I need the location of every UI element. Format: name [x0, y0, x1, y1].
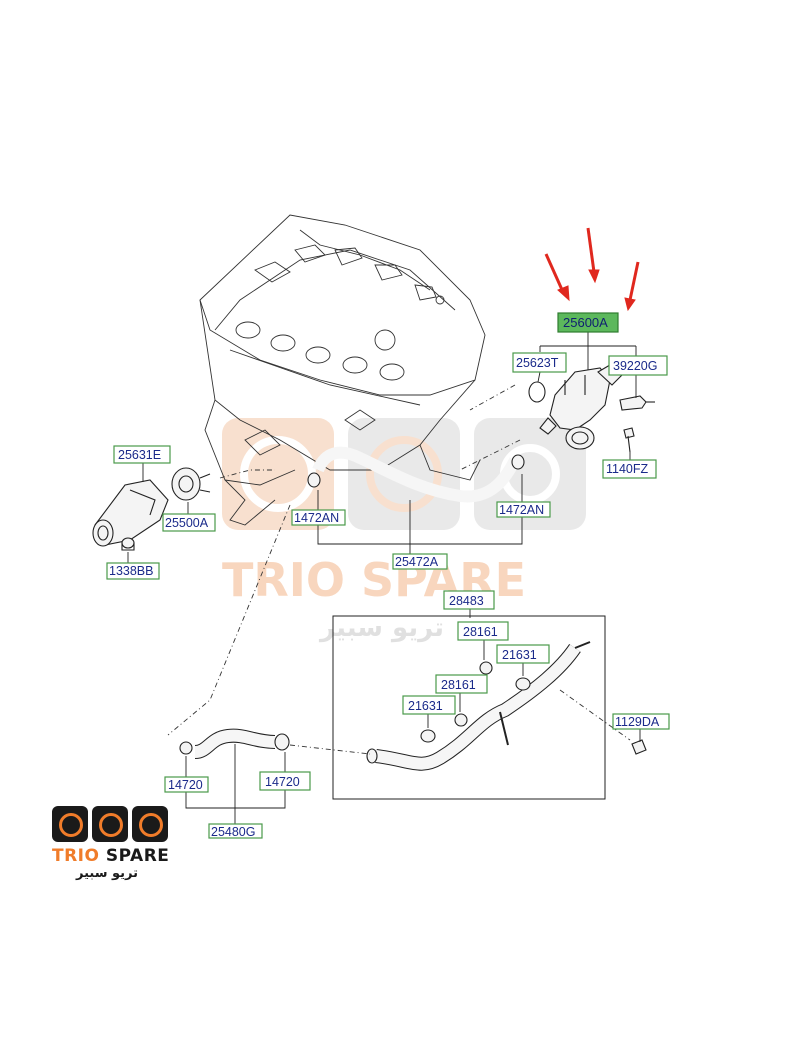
arrow-1-head: [557, 285, 570, 302]
svg-text:25631E: 25631E: [118, 448, 161, 462]
logo-title-trio: TRIO: [52, 846, 100, 866]
gasket-21631-top: [515, 677, 531, 691]
svg-text:1140FZ: 1140FZ: [606, 462, 649, 476]
gauge-icon: [92, 806, 128, 842]
thermostat-25500A: [171, 467, 211, 501]
svg-text:14720: 14720: [168, 778, 203, 792]
label-14720-left[interactable]: 14720: [164, 776, 209, 793]
bolt-1140FZ: [623, 427, 635, 453]
temperature-sensor: [619, 395, 655, 411]
arrow-3-head: [624, 297, 636, 312]
arrow-2-head: [588, 269, 600, 284]
svg-text:1472AN: 1472AN: [499, 503, 544, 517]
watermark-icon-1: [222, 418, 334, 530]
svg-text:1338BB: 1338BB: [109, 564, 153, 578]
label-1140FZ[interactable]: 1140FZ: [602, 459, 657, 479]
label-1129DA[interactable]: 1129DA: [612, 713, 670, 730]
relation-lines: [167, 384, 631, 755]
svg-text:25623T: 25623T: [516, 356, 559, 370]
svg-text:14720: 14720: [265, 775, 300, 789]
label-25631E[interactable]: 25631E: [113, 445, 171, 464]
logo-arabic: تريو سبير: [76, 866, 139, 881]
svg-text:25600A: 25600A: [563, 315, 608, 330]
label-28161-top[interactable]: 28161: [457, 621, 509, 641]
svg-text:28161: 28161: [441, 678, 476, 692]
hose-25480G: [179, 728, 290, 759]
arrow-2: [586, 227, 596, 273]
label-28161-mid[interactable]: 28161: [435, 674, 488, 694]
svg-text:28161: 28161: [463, 625, 498, 639]
gasket-21631-mid: [420, 729, 436, 743]
label-21631-top[interactable]: 21631: [496, 644, 550, 664]
label-14720-right[interactable]: 14720: [259, 771, 311, 791]
label-39220G[interactable]: 39220G: [608, 355, 668, 376]
hose-25472A: [307, 446, 525, 503]
detail-box: [332, 615, 606, 800]
bolt-1129DA: [631, 739, 647, 755]
label-25480G[interactable]: 25480G: [208, 823, 263, 839]
logo-icons: [52, 806, 182, 842]
svg-text:25472A: 25472A: [395, 555, 439, 569]
plug-28161-top: [479, 661, 493, 675]
label-25623T[interactable]: 25623T: [512, 352, 567, 373]
engine-icon: [132, 806, 168, 842]
label-1338BB[interactable]: 1338BB: [106, 562, 160, 580]
speaker-icon: [52, 806, 88, 842]
thermostat-cover-25631E: [92, 479, 169, 547]
arrow-1: [544, 253, 565, 293]
logo-title-spare: SPARE: [105, 846, 170, 866]
engine-block: [199, 214, 486, 526]
label-25600A[interactable]: 25600A: [557, 312, 619, 333]
label-21631-mid[interactable]: 21631: [402, 695, 456, 715]
bolt-1338BB: [121, 537, 135, 551]
label-1472AN-right[interactable]: 1472AN: [496, 501, 551, 518]
svg-text:1472AN: 1472AN: [294, 511, 339, 525]
water-pipe-28483: [366, 641, 591, 771]
svg-text:1129DA: 1129DA: [615, 715, 660, 729]
leader-lines: [127, 332, 641, 824]
svg-text:21631: 21631: [502, 648, 537, 662]
label-25500A[interactable]: 25500A: [162, 513, 216, 532]
label-25472A[interactable]: 25472A: [392, 553, 448, 570]
o-ring-25623T: [528, 381, 546, 403]
svg-text:25480G: 25480G: [211, 825, 255, 839]
water-outlet-fitting: [539, 361, 626, 450]
plug-28161-mid: [454, 713, 468, 727]
svg-text:28483: 28483: [449, 594, 484, 608]
watermark-arabic: تريو سبير: [318, 613, 444, 643]
logo-title: TRIO SPARE: [52, 846, 182, 866]
svg-text:39220G: 39220G: [613, 359, 657, 373]
svg-text:25500A: 25500A: [165, 516, 209, 530]
highlight-arrows: [544, 227, 640, 312]
label-28483[interactable]: 28483: [443, 590, 495, 610]
brand-logo: TRIO SPARE تريو سبير: [52, 806, 182, 881]
svg-text:21631: 21631: [408, 699, 443, 713]
arrow-3: [628, 261, 640, 301]
label-1472AN-left[interactable]: 1472AN: [291, 509, 346, 526]
watermark: TRIO SPARE تريو سبير: [222, 418, 586, 643]
